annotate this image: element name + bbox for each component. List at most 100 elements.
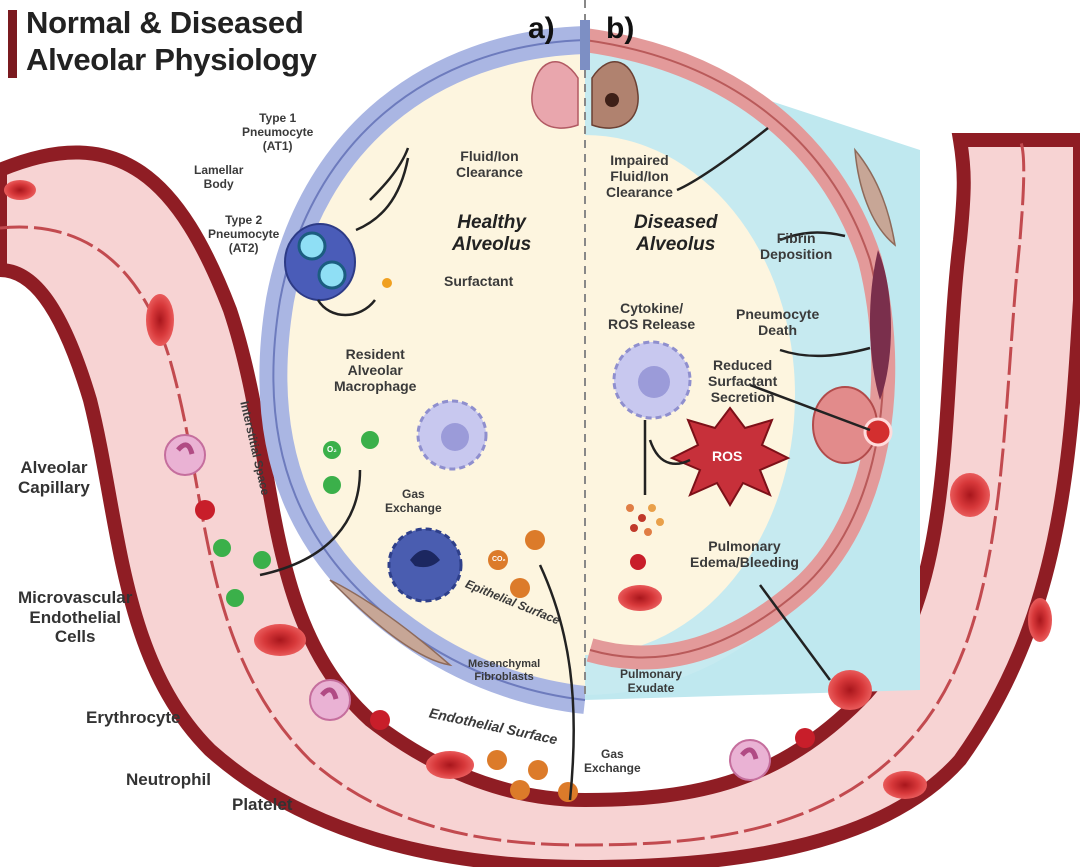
mesenchymal-fibroblasts-label: Mesenchymal Fibroblasts <box>468 658 540 683</box>
title-line1: Normal & Diseased <box>26 5 304 40</box>
reduced-line1: Reduced <box>713 357 773 373</box>
dying-pneumocyte <box>869 250 892 400</box>
macrophage-line2: Alveolar <box>347 362 403 379</box>
cytokine-dots <box>626 504 664 536</box>
surfactant-icon <box>382 278 392 288</box>
erythrocyte <box>4 180 36 200</box>
type2-pneumocyte-label: Type 2 Pneumocyte (AT2) <box>208 213 280 255</box>
diseased-heading-line2: Alveolus <box>636 233 716 255</box>
gas-exchange-bottom-label: Gas Exchange <box>584 747 641 776</box>
gas-line2: Exchange <box>385 500 442 515</box>
fibroblast-line1: Mesenchymal <box>468 658 541 670</box>
fibroblast-line2: Fibroblasts <box>474 670 534 683</box>
capillary-line2: Capillary <box>18 477 90 497</box>
impaired-line3: Clearance <box>606 184 673 201</box>
erythrocyte <box>618 585 662 611</box>
type2-pneumocyte <box>284 223 356 301</box>
pneumocyte-death-label: Pneumocyte Death <box>736 306 819 338</box>
type1-line1: Type 1 <box>259 111 297 125</box>
healthy-alveolus <box>259 26 585 714</box>
platelet-label: Platelet <box>232 795 293 814</box>
type1-pneumocyte-label: Type 1 Pneumocyte (AT1) <box>242 111 314 153</box>
gas-line1: Gas <box>402 487 425 501</box>
activated-macrophage <box>612 340 692 420</box>
erythrocyte <box>883 771 927 799</box>
panel-a-label: a) <box>528 12 555 45</box>
impaired-clearance-label: Impaired Fluid/Ion Clearance <box>606 152 673 200</box>
erythrocyte <box>1028 598 1052 642</box>
co2-label: CO₂ <box>492 556 506 563</box>
type2-line2: Pneumocyte <box>208 226 280 241</box>
mesenchymal-fibroblast <box>329 579 453 667</box>
healthy-heading-line1: Healthy <box>457 212 526 233</box>
reduced-surfactant-label: Reduced Surfactant Secretion <box>708 357 777 405</box>
alveolar-capillary-label: Alveolar Capillary <box>18 458 90 497</box>
diseased-alveolus <box>585 28 920 700</box>
type1-line3: (AT1) <box>262 138 293 153</box>
type2-line3: (AT2) <box>228 240 259 255</box>
gas2-line1: Gas <box>601 747 624 761</box>
platelets <box>195 500 815 748</box>
fluid-line2: Clearance <box>456 164 523 181</box>
pulmonary-exudate-label: Pulmonary Exudate <box>620 667 683 696</box>
cytokine-line1: Cytokine/ <box>620 300 684 316</box>
diseased-alveolus-heading: Diseased Alveolus <box>634 212 717 256</box>
co2-molecules <box>487 530 578 802</box>
erythrocyte <box>950 473 990 517</box>
fluid-line1: Fluid/Ion <box>460 148 519 164</box>
erythrocyte-label: Erythrocyte <box>86 708 181 727</box>
ros-burst <box>669 406 791 507</box>
lamellar-body-label: Lamellar Body <box>194 163 244 192</box>
pulmonary-edema-label: Pulmonary Edema/Bleeding <box>690 538 799 570</box>
neutrophils <box>164 434 771 781</box>
fibroblast-diseased <box>854 147 897 247</box>
impaired-line2: Fluid/Ion <box>610 168 669 185</box>
impaired-line1: Impaired <box>610 152 669 168</box>
microvascular-line2: Endothelial <box>29 607 121 627</box>
alveolar-capillary-vessel <box>0 133 1080 867</box>
healthy-heading-line2: Alveolus <box>452 233 532 255</box>
fibrin-line1: Fibrin <box>776 230 816 246</box>
lamellar-line2: Body <box>203 176 234 191</box>
macrophage-line3: Macrophage <box>334 378 417 395</box>
erythrocytes <box>4 180 1052 799</box>
macrophage-line1: Resident <box>345 346 405 362</box>
gas2-line2: Exchange <box>584 760 641 775</box>
erythrocyte <box>254 624 306 656</box>
lamellar-line1: Lamellar <box>194 163 244 177</box>
edema-line2: Edema/Bleeding <box>690 554 799 571</box>
interstitial-macrophage <box>387 527 463 603</box>
o2-molecules <box>213 431 379 607</box>
damaged-pneumocyte <box>812 386 893 464</box>
type1-line2: Pneumocyte <box>242 124 314 139</box>
surfactant-label: Surfactant <box>444 273 514 289</box>
fibrin-line2: Deposition <box>760 246 833 263</box>
erythrocyte <box>146 294 174 346</box>
ros-label: ROS <box>712 448 743 464</box>
cytokine-ros-label: Cytokine/ ROS Release <box>608 300 695 332</box>
cytokine-line2: ROS Release <box>608 316 696 333</box>
arrows <box>259 127 871 801</box>
erythrocyte <box>828 670 872 710</box>
microvascular-line3: Cells <box>54 627 96 647</box>
reduced-line2: Surfactant <box>708 373 778 390</box>
o2-label: O₂ <box>327 445 337 454</box>
death-line2: Death <box>758 322 798 339</box>
panel-b-label: b) <box>606 12 635 45</box>
neutrophil-label: Neutrophil <box>126 770 211 789</box>
edema-line1: Pulmonary <box>708 538 781 554</box>
gas-exchange-label: Gas Exchange <box>385 487 442 516</box>
capillary-line1: Alveolar <box>20 458 88 477</box>
exudate-line1: Pulmonary <box>620 667 683 681</box>
erythrocyte <box>426 751 474 779</box>
title-line2: Alveolar Physiology <box>26 42 317 77</box>
healthy-alveolus-heading: Healthy Alveolus <box>452 212 531 256</box>
fibrin-deposition-label: Fibrin Deposition <box>760 230 832 262</box>
death-line1: Pneumocyte <box>736 306 820 322</box>
page-title: Normal & Diseased Alveolar Physiology <box>26 4 317 78</box>
reduced-line3: Secretion <box>710 389 775 406</box>
microvascular-line1: Microvascular <box>18 588 133 607</box>
resident-macrophage <box>416 399 488 471</box>
